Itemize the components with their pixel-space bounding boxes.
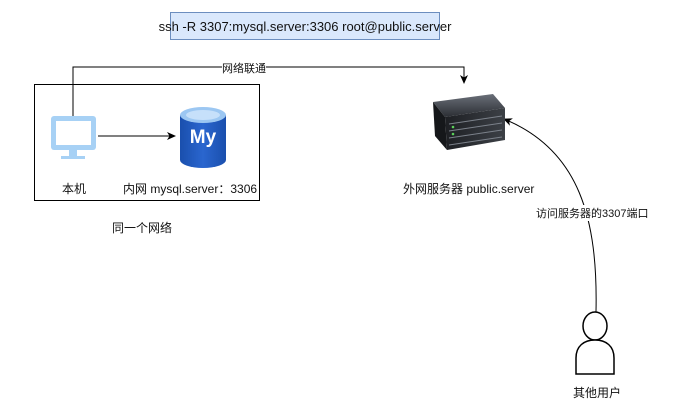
- mysql-database-icon: [180, 107, 226, 168]
- tunnel-label: 网络联通: [222, 60, 266, 76]
- other-users-label: 其他用户: [573, 386, 622, 400]
- user-icon: [575, 311, 615, 375]
- local-network-label: 同一个网络: [112, 221, 173, 235]
- mysql-logo-text: My: [189, 127, 217, 148]
- ssh-command-box: ssh -R 3307:mysql.server:3306 root@publi…: [159, 12, 451, 40]
- monitor-icon: [51, 116, 96, 159]
- local-machine-label: 本机: [62, 182, 87, 196]
- public-server-label: 外网服务器 public.server: [403, 182, 535, 196]
- mysql-server-label: 内网 mysql.server：3306: [123, 182, 258, 196]
- ssh-command-text: ssh -R 3307:mysql.server:3306 root@publi…: [158, 18, 452, 34]
- server-icon: [433, 94, 505, 150]
- access-connector: [503, 118, 597, 313]
- local-network-group: [34, 84, 260, 201]
- access-label: 访问服务器的3307端口: [536, 205, 649, 221]
- tunnel-connector: [72, 66, 468, 116]
